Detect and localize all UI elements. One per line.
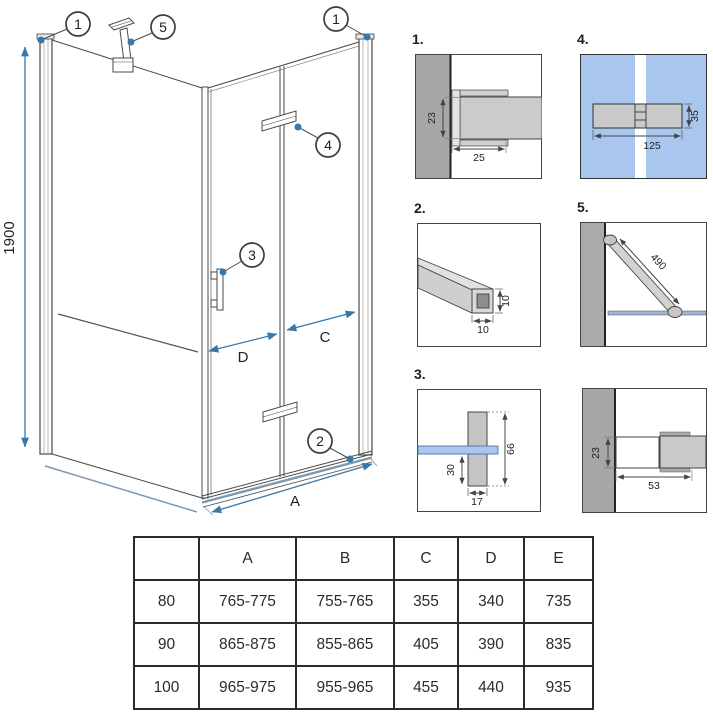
detail-6-height-dim: 23	[590, 447, 602, 459]
left-wall-profile	[36, 33, 55, 455]
height-dimension-label: 1900	[1, 221, 18, 254]
side-panel	[44, 39, 203, 513]
cell-a: 965-975	[198, 665, 297, 710]
callout-5-label: 5	[159, 19, 167, 35]
a-dimension-label: A	[290, 493, 300, 510]
header-e: E	[523, 536, 594, 581]
glass-edge	[659, 435, 707, 469]
cell-b: 755-765	[295, 579, 395, 624]
detail-3-total-dim: 66	[505, 443, 517, 455]
header-d: D	[457, 536, 525, 581]
cell-c: 355	[393, 579, 459, 624]
detail-1-height-dim: 23	[426, 112, 438, 124]
cell-e: 735	[523, 579, 594, 624]
main-drawing: 1900 D C A 1 5	[1, 6, 378, 516]
right-wall-profile	[355, 33, 375, 456]
detail-5-number: 5.	[577, 199, 589, 215]
cell-b: 955-965	[295, 665, 395, 710]
detail-4-length-dim: 125	[643, 140, 661, 152]
detail-5: 5. 490	[575, 199, 712, 349]
detail-3: 3. 30 66 17	[412, 366, 546, 516]
wall-mount	[603, 234, 617, 246]
dimension-height: 1900	[1, 46, 29, 448]
profile-channel	[615, 436, 660, 469]
size-table: A B C D E 80 765-775 755-765 355 340 735…	[133, 536, 594, 710]
callout-3-label: 3	[248, 247, 256, 263]
corner-profile	[201, 86, 212, 499]
callout-1-left-label: 1	[74, 16, 82, 32]
cell-e: 835	[523, 622, 594, 667]
detail-3-drawing: 30 66 17	[417, 389, 541, 512]
detail-2-width-dim: 10	[477, 324, 489, 336]
detail-2: 2. 10 10	[412, 200, 546, 350]
detail-6-drawing: 23 53	[582, 388, 707, 513]
detail-4-drawing: 125 35	[580, 54, 707, 179]
fold-hinge-top	[261, 110, 297, 132]
row-size: 90	[133, 622, 200, 667]
table-row: 80 765-775 755-765 355 340 735	[133, 579, 594, 624]
glass-mount	[667, 306, 683, 318]
detail-4-height-dim: 35	[689, 110, 701, 122]
detail-1: 1. 23 25	[410, 31, 547, 181]
glass	[417, 445, 499, 455]
hinge-bar	[592, 103, 683, 129]
header-a: A	[198, 536, 297, 581]
cell-e: 935	[523, 665, 594, 710]
detail-2-drawing: 10 10	[417, 223, 541, 347]
detail-1-depth-dim: 25	[473, 152, 485, 164]
detail-1-drawing: 23 25	[415, 54, 542, 179]
dimension-c: C	[286, 310, 356, 346]
detail-2-number: 2.	[414, 200, 426, 216]
glass-top-edge	[607, 310, 707, 316]
cell-c: 405	[393, 622, 459, 667]
header-b: B	[295, 536, 395, 581]
cell-a: 765-775	[198, 579, 297, 624]
detail-5-drawing: 490	[580, 222, 707, 347]
row-size: 80	[133, 579, 200, 624]
d-dimension-label: D	[238, 349, 249, 366]
detail-3-number: 3.	[414, 366, 426, 382]
callout-2-label: 2	[316, 433, 324, 449]
detail-4-number: 4.	[577, 31, 589, 47]
wall	[581, 223, 604, 346]
door-handle	[210, 268, 224, 311]
cell-a: 865-875	[198, 622, 297, 667]
cell-c: 455	[393, 665, 459, 710]
callout-bottom-seal: 2	[307, 428, 354, 463]
callout-right-wall-profile: 1	[323, 6, 371, 41]
row-size: 100	[133, 665, 200, 710]
cell-b: 855-865	[295, 622, 395, 667]
dimension-a: A	[202, 458, 378, 516]
callout-fold-hinge: 4	[294, 123, 341, 158]
header-c: C	[393, 536, 459, 581]
callout-support-bar: 5	[127, 14, 176, 46]
support-bar-assembly	[108, 17, 135, 73]
callout-4-label: 4	[324, 137, 332, 153]
profile	[451, 89, 461, 147]
header-empty	[133, 536, 200, 581]
fold-hinge-bottom	[262, 401, 298, 423]
detail-3-width-dim: 17	[471, 496, 483, 508]
cell-d: 440	[457, 665, 525, 710]
callout-left-wall-profile: 1	[37, 11, 91, 44]
glass-edge	[459, 96, 542, 140]
detail-1-number: 1.	[412, 31, 424, 47]
c-dimension-label: C	[320, 329, 331, 346]
cell-d: 390	[457, 622, 525, 667]
dimension-d: D	[208, 332, 278, 366]
table-row: 100 965-975 955-965 455 440 935	[133, 665, 594, 710]
cell-d: 340	[457, 579, 525, 624]
tube-bore	[476, 293, 490, 309]
callout-handle: 3	[219, 242, 265, 276]
detail-4: 4. 125 35	[575, 31, 712, 181]
table-row: 90 865-875 855-865 405 390 835	[133, 622, 594, 667]
callout-1-right-label: 1	[332, 11, 340, 27]
detail-6-depth-dim: 53	[648, 480, 660, 492]
detail-2-height-dim: 10	[500, 295, 512, 307]
detail-6: 23 53	[577, 366, 712, 516]
size-table-header-row: A B C D E	[133, 536, 594, 581]
detail-3-offset-dim: 30	[445, 464, 457, 476]
front-face	[201, 41, 373, 508]
